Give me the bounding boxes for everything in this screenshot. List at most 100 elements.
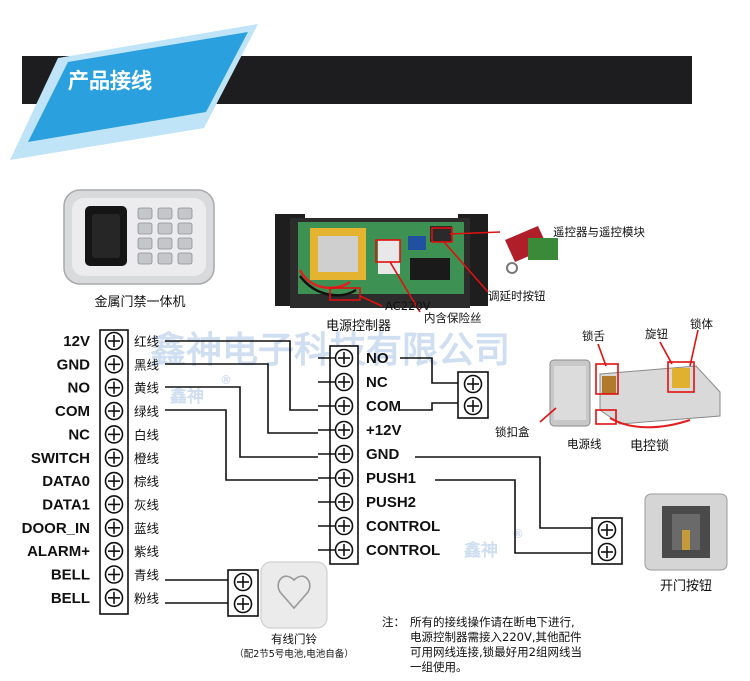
- terminal-screw-icon: [104, 331, 124, 351]
- left-terminal-label: COM: [55, 403, 90, 420]
- right-terminal-label: CONTROL: [366, 518, 440, 535]
- keypad-caption: 金属门禁一体机: [94, 294, 185, 310]
- doorbell-housing: [260, 561, 328, 629]
- left-terminal-label: SWITCH: [31, 450, 90, 467]
- keypad-key: [137, 222, 153, 235]
- wire-lock-no: [400, 357, 458, 384]
- terminal-screw-icon: [334, 468, 354, 488]
- keypad-key: [157, 252, 173, 265]
- small-terminal-blocks: [227, 371, 623, 617]
- note-prefix: 注：: [382, 615, 405, 629]
- terminal-screw-icon: [104, 541, 124, 561]
- fuse-caption: 内含保险丝: [424, 311, 482, 325]
- keypad-key: [157, 237, 173, 250]
- wire-color-label: 粉线: [134, 591, 160, 606]
- terminal-screw-icon: [334, 444, 354, 464]
- wire-color-label: 白线: [134, 427, 160, 442]
- watermark-reg-1: ®: [220, 373, 232, 387]
- electric-lock: [539, 329, 721, 429]
- banner-title: 产品接线: [68, 69, 152, 93]
- remote-caption: 遥控器与遥控模块: [553, 225, 645, 239]
- wire-color-label: 棕线: [134, 474, 160, 489]
- exit-button-device: [644, 493, 728, 571]
- knob-caption: 旋钮: [645, 327, 668, 341]
- terminal-screw-icon: [334, 372, 354, 392]
- terminal-screw-icon: [104, 448, 124, 468]
- left-terminal-label: NC: [68, 426, 90, 443]
- right-terminal-label: CONTROL: [366, 542, 440, 559]
- watermark-small-1: 鑫神: [169, 386, 204, 407]
- lock-body-caption: 锁体: [690, 317, 713, 331]
- terminal-screw-icon: [233, 594, 253, 614]
- wire-push2: [435, 479, 592, 554]
- keypad-device: [63, 189, 215, 285]
- note-line-2: 电源控制器需接入220V,其他配件: [410, 630, 581, 644]
- terminal-screw-icon: [104, 471, 124, 491]
- terminal-screw-icon: [334, 396, 354, 416]
- terminal-screw-icon: [463, 374, 483, 394]
- wire-color-label: 蓝线: [134, 521, 160, 536]
- left-terminal-label: DATA0: [42, 473, 90, 490]
- keypad-keys: [137, 207, 193, 265]
- terminal-screw-icon: [334, 420, 354, 440]
- keypad-key: [177, 252, 193, 265]
- doorbell-heart-icon: [277, 575, 311, 610]
- wire-color-label: 黑线: [134, 357, 160, 372]
- terminal-screw-icon: [597, 520, 617, 540]
- keypad-key: [137, 252, 153, 265]
- terminal-screw-icon: [104, 495, 124, 514]
- terminal-screw-icon: [104, 401, 124, 421]
- left-terminal-label: NO: [68, 380, 91, 397]
- terminal-block: [591, 517, 623, 565]
- right-terminal-label: PUSH2: [366, 494, 416, 511]
- left-terminal-label: ALARM+: [27, 543, 90, 560]
- wire-lock-com: [400, 402, 458, 411]
- watermark-small-2: 鑫神: [463, 540, 498, 561]
- terminal-screw-icon: [104, 565, 124, 584]
- delay-marker: [431, 227, 453, 243]
- terminal-screw-icon: [334, 516, 354, 536]
- terminal-screw-icon: [334, 492, 354, 512]
- keypad-key: [137, 207, 153, 220]
- wire-no: [165, 386, 318, 458]
- ac220v-caption: AC220V: [385, 299, 431, 313]
- strike-box-caption: 锁扣盒: [495, 425, 530, 439]
- terminal-screw-icon: [104, 425, 124, 444]
- left-terminal-label: BELL: [51, 590, 90, 607]
- doorbell-battery-note: （配2节5号电池,电池自备）: [234, 648, 354, 660]
- terminal-screw-icon: [104, 378, 124, 398]
- right-terminal-label: NC: [366, 374, 388, 391]
- wire-12v: [165, 340, 318, 411]
- wire-push1: [415, 456, 592, 529]
- banner-blue-shape: [28, 32, 248, 142]
- terminal-screw-icon: [104, 588, 124, 608]
- doorbell-caption: 有线门铃: [271, 632, 317, 646]
- terminal-screw-icon: [104, 355, 124, 374]
- wire-color-label: 绿线: [134, 404, 160, 419]
- wire-color-label: 红线: [134, 334, 160, 349]
- left-terminal-label: BELL: [51, 567, 90, 584]
- right-terminal-label: NO: [366, 350, 389, 367]
- note-line-4: 一组使用。: [410, 660, 468, 674]
- left-terminal-label: DOOR_IN: [22, 520, 90, 537]
- left-terminal-label: DATA1: [42, 496, 90, 513]
- doorbell: [260, 561, 328, 629]
- terminal-block: [457, 371, 489, 419]
- right-terminal-label: COM: [366, 398, 401, 415]
- wire-color-label: 黄线: [134, 381, 160, 396]
- note-line-3: 可用网线连接,锁最好用2组网线当: [410, 645, 582, 659]
- remote-control: [505, 226, 558, 274]
- keypad-key: [137, 237, 153, 250]
- terminal-screw-icon: [334, 540, 354, 560]
- keypad-key: [177, 207, 193, 220]
- right-terminal-label: GND: [366, 446, 400, 463]
- terminal-screw-icon: [334, 348, 354, 368]
- wire-color-label: 灰线: [134, 497, 160, 512]
- power-controller: [275, 214, 488, 308]
- keypad-key: [157, 207, 173, 220]
- wiring-note: 注： 所有的接线操作请在断电下进行, 电源控制器需接入220V,其他配件 可用网…: [382, 615, 582, 674]
- watermark-reg-2: ®: [512, 527, 524, 541]
